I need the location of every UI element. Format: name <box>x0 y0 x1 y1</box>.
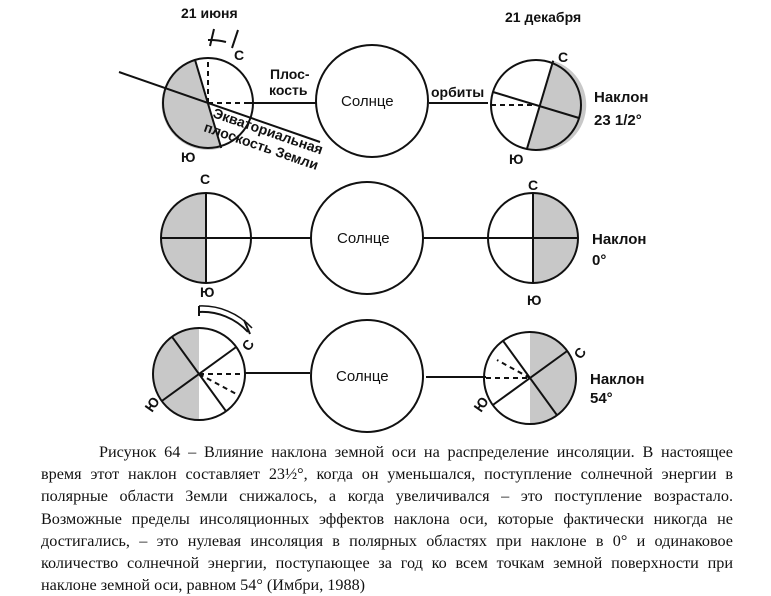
north-label-row1-left: С <box>234 47 244 63</box>
south-label-row2-left: Ю <box>200 284 214 300</box>
sun-row3 <box>310 319 424 433</box>
sun-row2 <box>310 181 424 295</box>
tilt-word-row3: Наклон <box>590 371 644 388</box>
earth-left-row3 <box>152 305 253 421</box>
earth-left-row2 <box>160 192 252 284</box>
sun-label-row1: Солнце <box>341 93 394 110</box>
north-label-row3-right: С <box>570 344 589 361</box>
orbit-plane-label-2: кость <box>269 82 308 98</box>
earth-right-row2 <box>487 192 579 284</box>
earth-axis-tilt-diagram: 21 июня 21 декабря С Ю Плос- кость орбит… <box>118 5 648 433</box>
north-label-row1-right: С <box>558 49 568 65</box>
north-label-row3-left: С <box>238 336 257 353</box>
earth-december-row1 <box>490 59 587 152</box>
orbit-plane-label-3: орбиты <box>431 84 484 100</box>
tilt-value-row1: 23 1/2° <box>594 112 642 129</box>
sun-label-row2: Солнце <box>337 230 390 247</box>
north-label-row2-right: С <box>528 177 538 193</box>
south-label-row1-right: Ю <box>509 151 523 167</box>
earth-june-row1 <box>118 28 321 150</box>
tilt-value-row3: 54° <box>590 390 613 407</box>
date-june-label: 21 июня <box>181 5 238 21</box>
north-label-row2-left: С <box>200 171 210 187</box>
tilt-value-row2: 0° <box>592 252 606 269</box>
date-december-label: 21 декабря <box>505 9 581 25</box>
sun-label-row3: Солнце <box>336 368 389 385</box>
figure-caption: Рисунок 64 – Влияние наклона земной оси … <box>41 443 733 595</box>
earth-right-row3 <box>483 331 577 425</box>
sun-row1 <box>315 44 429 158</box>
tilt-word-row2: Наклон <box>592 231 646 248</box>
south-label-row2-right: Ю <box>527 292 541 308</box>
tilt-word-row1: Наклон <box>594 89 648 106</box>
south-label-row1-left: Ю <box>181 149 195 165</box>
orbit-plane-label-1: Плос- <box>270 66 310 82</box>
